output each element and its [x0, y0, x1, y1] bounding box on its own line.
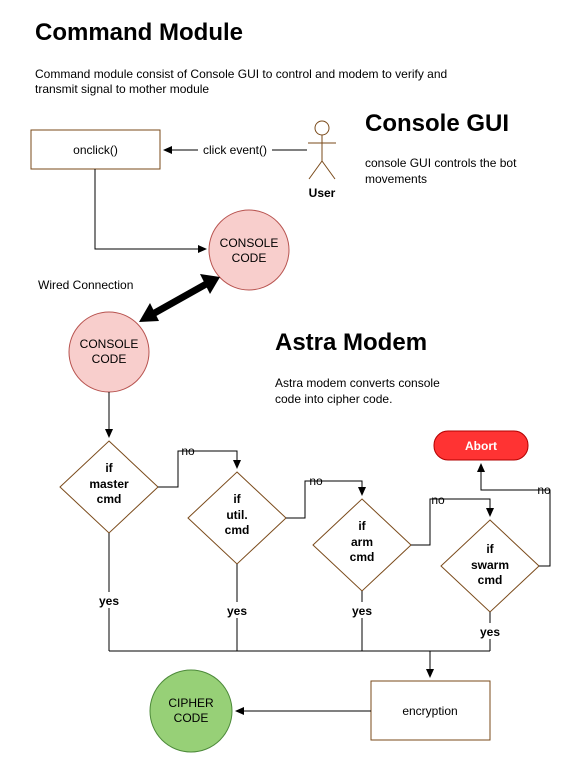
decision-swarm-line1: if	[486, 542, 494, 556]
util-no-label: no	[309, 474, 323, 488]
astra-modem-description-line2: code into cipher code.	[275, 392, 392, 406]
decision-util-line2: util.	[226, 508, 247, 522]
cipher-code-label-line2: CODE	[174, 711, 209, 725]
arm-yes-label: yes	[352, 604, 372, 618]
master-no-arrow	[158, 450, 241, 488]
abort-label: Abort	[465, 439, 497, 453]
console-gui-description-line2: movements	[365, 172, 427, 186]
astra-modem-description-line1: Astra modem converts console	[275, 376, 440, 390]
user-actor-icon	[308, 120, 336, 180]
onclick-label: onclick()	[73, 143, 118, 157]
decision-arm-line1: if	[358, 519, 366, 533]
decision-util-line3: cmd	[225, 523, 250, 537]
abort-node[interactable]	[433, 430, 529, 461]
console-code-top-label-line1: CONSOLE	[220, 236, 279, 250]
console-gui-title: Console GUI	[365, 110, 509, 137]
master-yes-label: yes	[99, 594, 119, 608]
user-label: User	[309, 186, 336, 200]
encryption-label: encryption	[402, 704, 457, 718]
page-description-line2: transmit signal to mother module	[35, 82, 209, 96]
console-code-top-node[interactable]	[208, 209, 290, 291]
util-yes-label: yes	[227, 604, 247, 618]
decision-arm-line3: cmd	[350, 550, 375, 564]
cipher-code-node[interactable]	[149, 669, 233, 753]
decision-util-line1: if	[233, 492, 241, 506]
swarm-yes-label: yes	[480, 625, 500, 639]
page-description-line1: Command module consist of Console GUI to…	[35, 67, 447, 81]
arm-no-arrow	[411, 498, 494, 546]
onclick-to-console-arrow	[94, 169, 207, 253]
onclick-box[interactable]	[30, 129, 161, 170]
wired-connection-arrow	[139, 274, 220, 322]
util-no-arrow	[286, 480, 366, 519]
swarm-no-label: no	[537, 483, 551, 497]
decision-master-line1: if	[105, 461, 113, 475]
page-title: Command Module	[35, 19, 243, 46]
cipher-code-label-line1: CIPHER	[168, 696, 214, 710]
console-gui-description-line1: console GUI controls the bot	[365, 156, 517, 170]
astra-modem-title: Astra Modem	[275, 329, 427, 356]
decision-swarm-line3: cmd	[478, 573, 503, 587]
decision-master-line2: master	[89, 477, 129, 491]
console-code-bottom-label-line2: CODE	[92, 352, 127, 366]
decision-arm-line2: arm	[351, 535, 373, 549]
decision-swarm-line2: swarm	[471, 558, 509, 572]
wired-connection-label: Wired Connection	[38, 278, 133, 292]
arm-no-label: no	[431, 493, 445, 507]
console-code-bottom-label-line1: CONSOLE	[80, 337, 139, 351]
click-event-label: click event()	[203, 143, 267, 157]
decision-master-line3: cmd	[97, 492, 122, 506]
swarm-no-arrow	[477, 463, 551, 567]
master-no-label: no	[181, 444, 195, 458]
console-code-top-label-line2: CODE	[232, 251, 267, 265]
